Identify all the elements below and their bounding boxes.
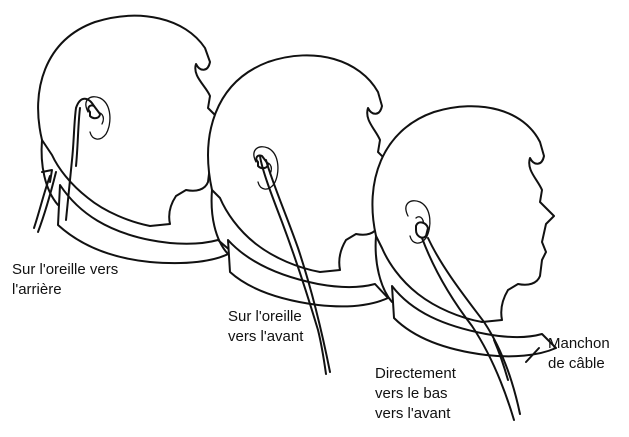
head-straight-down <box>371 105 557 421</box>
label-straight-down: Directement vers le bas vers l'avant <box>375 364 456 424</box>
label-cable-sleeve-line-1: Manchon <box>548 335 610 352</box>
label-straight-down-line-1: Directement <box>375 365 456 382</box>
label-over-ear-front-line-1: Sur l'oreille <box>228 308 302 325</box>
head-over-ear-front <box>207 54 393 375</box>
label-cable-sleeve-line-2: de câble <box>548 355 605 372</box>
head-over-ear-back <box>33 14 233 265</box>
label-over-ear-back-line-1: Sur l'oreille vers <box>12 261 119 278</box>
label-straight-down-line-3: vers l'avant <box>375 405 451 422</box>
label-over-ear-back: Sur l'oreille vers l'arrière <box>12 260 118 300</box>
label-straight-down-line-2: vers le bas <box>375 385 448 402</box>
label-over-ear-front: Sur l'oreille vers l'avant <box>228 307 303 347</box>
label-cable-sleeve: Manchon de câble <box>548 334 610 374</box>
label-over-ear-back-line-2: l'arrière <box>12 281 62 298</box>
label-over-ear-front-line-2: vers l'avant <box>228 328 304 345</box>
